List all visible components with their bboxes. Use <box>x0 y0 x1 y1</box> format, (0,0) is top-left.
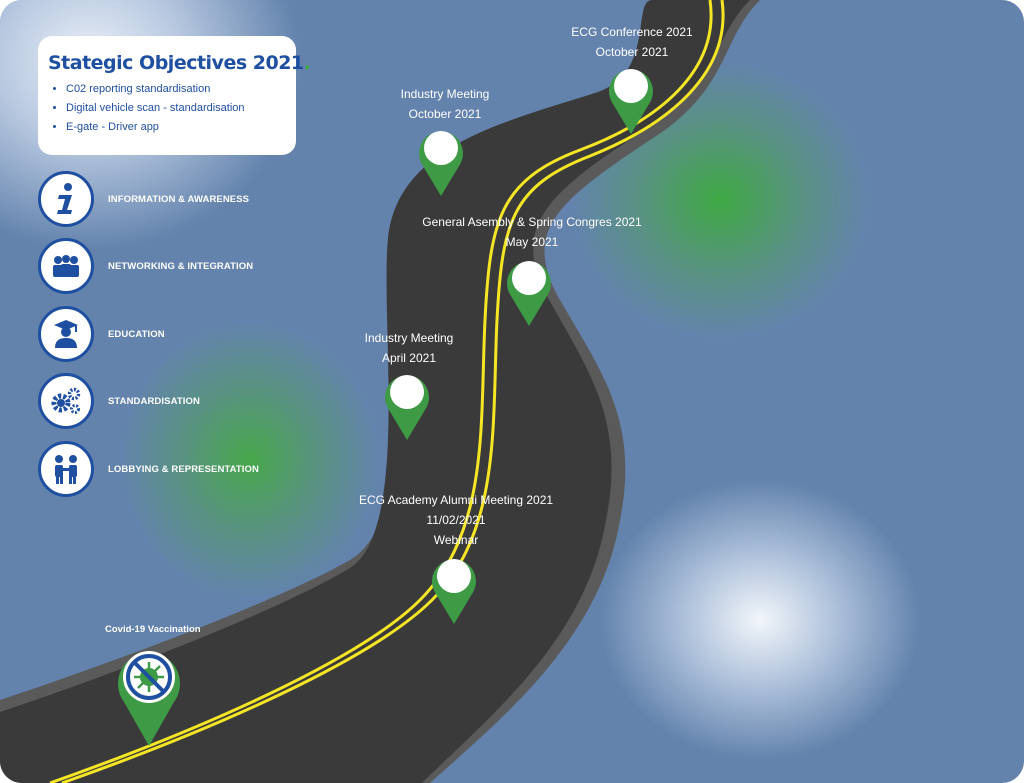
category-label: EDUCATION <box>108 328 165 340</box>
category-education: EDUCATION <box>38 306 165 362</box>
handshake-people-icon <box>38 441 94 497</box>
map-pin-icon <box>385 375 429 440</box>
category-networking: NETWORKING & INTEGRATION <box>38 238 253 294</box>
map-pin-icon <box>507 261 551 326</box>
map-pin-icon <box>609 69 653 134</box>
objective-item: Digital vehicle scan - standardisation <box>66 99 286 118</box>
road-center-line <box>61 0 725 783</box>
no-virus-icon <box>118 651 180 746</box>
category-label: LOBBYING & REPRESENTATION <box>108 463 259 475</box>
objectives-card: Stategic Objectives 2021. C02 reporting … <box>38 36 311 155</box>
covid-label: Covid-19 Vaccination <box>105 624 201 635</box>
objective-item: E-gate - Driver app <box>66 118 286 137</box>
objectives-list: C02 reporting standardisation Digital ve… <box>48 80 286 137</box>
objectives-title: Stategic Objectives 2021. <box>48 52 311 74</box>
map-pin-icon <box>419 131 463 196</box>
people-group-icon <box>38 238 94 294</box>
category-information: INFORMATION & AWARENESS <box>38 171 249 227</box>
road-surface <box>0 0 750 783</box>
map-pin-icon <box>432 559 476 624</box>
graduate-icon <box>38 306 94 362</box>
background-glow <box>120 320 380 600</box>
category-label: NETWORKING & INTEGRATION <box>108 260 254 272</box>
objective-item: C02 reporting standardisation <box>66 80 286 99</box>
background-glow <box>600 480 920 760</box>
category-label: INFORMATION & AWARENESS <box>108 193 250 205</box>
category-label: STANDARDISATION <box>108 395 200 407</box>
info-icon <box>38 171 94 227</box>
category-lobbying: LOBBYING & REPRESENTATION <box>38 441 259 497</box>
category-standardisation: STANDARDISATION <box>38 373 200 429</box>
gears-icon <box>38 373 94 429</box>
